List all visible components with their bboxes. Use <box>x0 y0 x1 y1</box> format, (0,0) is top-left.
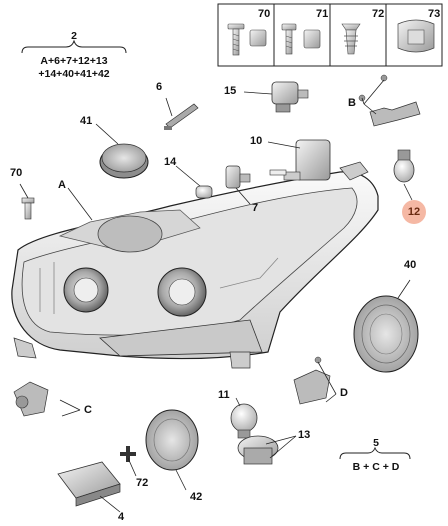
part-72-clip <box>120 446 136 462</box>
kit-2-number: 2 <box>71 30 77 42</box>
leader-lines <box>19 79 413 513</box>
callout-13: 13 <box>298 429 311 441</box>
fastener-box <box>217 3 443 67</box>
part-42-cap <box>145 409 199 471</box>
part-11-bulb <box>230 403 258 439</box>
callout-41: 41 <box>80 115 93 127</box>
callout-11: 11 <box>218 389 230 401</box>
fastener-71-label: 71 <box>316 8 329 20</box>
callout-10: 10 <box>250 135 263 147</box>
part-b-bracket <box>358 74 421 127</box>
callout-42: 42 <box>190 491 203 503</box>
fastener-72-label: 72 <box>372 8 385 20</box>
part-c-bracket <box>13 381 49 417</box>
part-13-socket <box>237 435 279 465</box>
callout-15: 15 <box>224 85 237 97</box>
fastener-71-screw <box>281 23 321 55</box>
part-14-bulb <box>195 185 213 199</box>
callout-40: 40 <box>404 259 417 271</box>
fastener-72-clip <box>341 23 361 55</box>
callout-4: 4 <box>118 511 125 523</box>
fastener-70-label: 70 <box>258 8 271 20</box>
part-10-xenon-bulb <box>269 139 331 181</box>
callout-7: 7 <box>252 202 259 214</box>
part-12-bulb <box>393 149 415 183</box>
part-41-cap <box>99 143 149 179</box>
kit-2-line1: A+6+7+12+13 <box>40 55 108 67</box>
part-6-strip <box>164 103 199 130</box>
fastener-70-screw <box>227 23 267 56</box>
callout-b: B <box>348 97 356 109</box>
fastener-73-grommet <box>397 19 435 53</box>
callout-72: 72 <box>136 477 149 489</box>
kit-5-line1: B + C + D <box>352 461 400 473</box>
callout-12-highlighted: 12 <box>402 200 426 224</box>
kit-2-line2: +14+40+41+42 <box>38 68 110 80</box>
callout-d: D <box>340 387 348 399</box>
part-4-ballast <box>57 461 121 507</box>
kit-5-number: 5 <box>373 437 379 449</box>
callout-70: 70 <box>10 167 23 179</box>
part-d-bracket <box>293 356 331 405</box>
part-70-screw <box>21 197 35 220</box>
part-40-cap <box>353 295 419 373</box>
brace-kit-5 <box>339 446 411 460</box>
headlamp-assembly-a <box>11 161 379 369</box>
callout-a: A <box>58 179 66 191</box>
part-15-level-motor <box>271 81 309 113</box>
fastener-73-label: 73 <box>428 8 441 20</box>
callout-14: 14 <box>164 156 177 168</box>
callout-c: C <box>84 404 92 416</box>
brace-kit-2 <box>21 39 127 54</box>
part-7-bulb-holder <box>225 165 251 189</box>
callout-6: 6 <box>156 81 163 93</box>
